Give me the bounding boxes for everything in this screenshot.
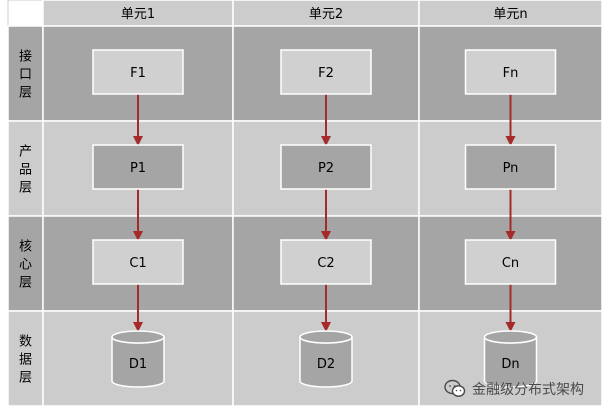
node-label: C1 — [129, 256, 146, 271]
node-rect — [464, 49, 557, 95]
node-rect — [280, 239, 372, 285]
node-label: D2 — [317, 357, 335, 372]
layer-label-3: 核心层 — [19, 240, 32, 291]
node-box-C1: C1 — [92, 239, 184, 285]
node-box-Cn: Cn — [464, 239, 557, 285]
node-rect — [92, 144, 184, 190]
node-label: P2 — [318, 161, 334, 176]
cylinder-top — [111, 330, 165, 344]
node-box-Pn: Pn — [464, 144, 557, 190]
node-box-F1: F1 — [92, 49, 184, 95]
node-rect — [280, 144, 372, 190]
cylinder-top — [299, 330, 353, 344]
node-rect — [92, 49, 184, 95]
node-label: F2 — [318, 66, 334, 81]
node-label: C2 — [317, 256, 334, 271]
node-rect — [464, 144, 557, 190]
column-header-3: 单元n — [493, 7, 527, 22]
column-header-cell — [232, 0, 420, 27]
node-box-P2: P2 — [280, 144, 372, 190]
node-label: F1 — [130, 66, 146, 81]
node-box-F2: F2 — [280, 49, 372, 95]
layer-label-2: 产品层 — [19, 145, 32, 196]
node-box-C2: C2 — [280, 239, 372, 285]
node-box-Fn: Fn — [464, 49, 557, 95]
database-node-Dn: Dn — [483, 330, 538, 388]
database-node-D2: D2 — [299, 330, 353, 388]
layer-label-cell — [7, 25, 44, 122]
node-rect — [464, 239, 557, 285]
node-box-P1: P1 — [92, 144, 184, 190]
watermark-text: 金融级分布式架构 — [472, 382, 584, 398]
layer-label-cell — [7, 310, 44, 407]
database-node-D1: D1 — [111, 330, 165, 388]
cylinder-top — [483, 330, 538, 344]
node-label: Dn — [501, 357, 519, 372]
layer-label-4: 数据层 — [19, 335, 32, 386]
column-header-cell — [418, 0, 603, 27]
header-corner-cell — [7, 0, 44, 27]
node-label: D1 — [129, 357, 147, 372]
column-header-cell — [42, 0, 234, 27]
node-label: Cn — [502, 256, 519, 271]
column-header-2: 单元2 — [309, 7, 343, 22]
column-header-1: 单元1 — [121, 7, 155, 22]
node-label: Pn — [503, 161, 519, 176]
watermark: 金融级分布式架构 — [444, 378, 584, 400]
layer-label-1: 接口层 — [19, 49, 32, 101]
node-rect — [92, 239, 184, 285]
node-rect — [280, 49, 372, 95]
layer-label-cell — [7, 215, 44, 312]
node-label: P1 — [130, 161, 146, 176]
node-label: Fn — [503, 66, 519, 81]
wechat-icon — [444, 379, 466, 397]
